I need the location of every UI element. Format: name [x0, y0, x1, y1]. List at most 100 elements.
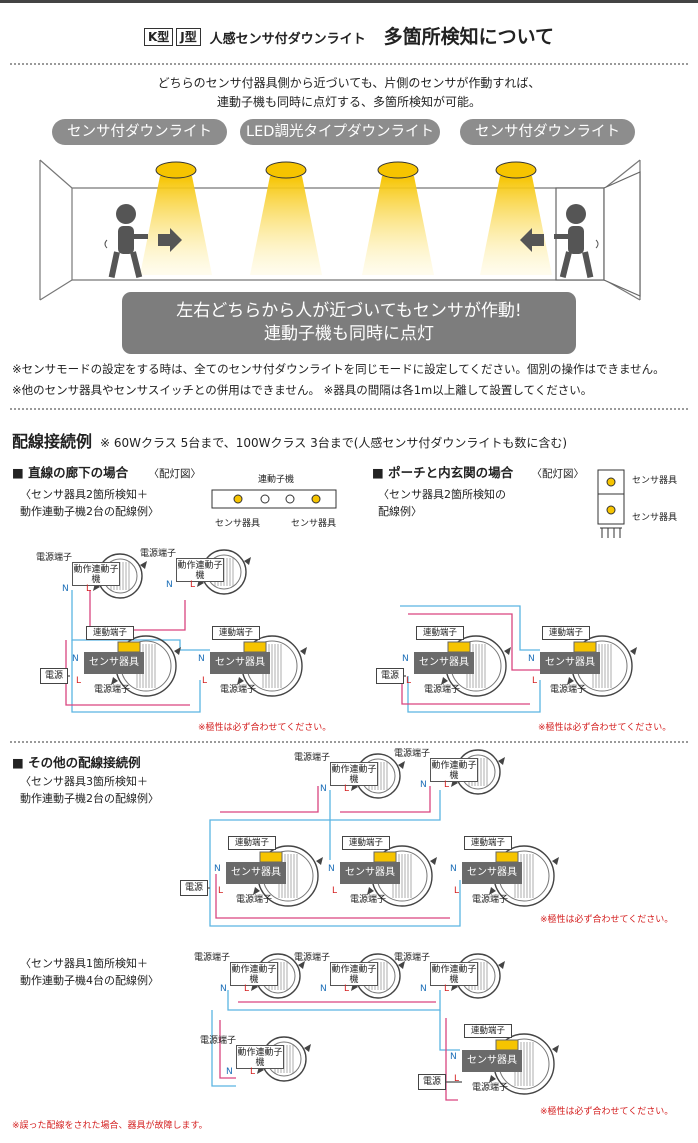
l-label: L [344, 984, 350, 994]
case2-caption: 〈センサ器具2箇所検知の 配線例〉 [378, 486, 506, 520]
case1-slave-label: 連動子機 [258, 475, 295, 485]
case2-caption-1: 〈センサ器具2箇所検知の [378, 488, 506, 501]
polarity-note-2: ※極性は必ず合わせてください。 [538, 723, 672, 733]
n-label: N [214, 864, 221, 874]
sensor-unit: センサ器具 [210, 652, 270, 674]
banner-line-1: 左右どちらから人が近づいてもセンサが作動! [176, 301, 522, 321]
layout-slave-icon [260, 494, 270, 504]
n-label: N [226, 1067, 233, 1077]
l-label: L [202, 676, 208, 686]
l-label: L [218, 886, 224, 896]
sensor-unit: センサ器具 [84, 652, 144, 674]
other-caption-1: 〈センサ器具3箇所検知＋ [20, 775, 148, 788]
downlight-2-icon [265, 161, 307, 179]
divider [10, 741, 688, 743]
l-label: L [76, 676, 82, 686]
light-beam-4 [480, 176, 552, 275]
light-beam-1 [140, 176, 212, 275]
l-label: L [444, 984, 450, 994]
title-main: 人感センサ付ダウンライト [209, 32, 366, 47]
n-label: N [450, 864, 457, 874]
power-source-label: 電源 [376, 668, 404, 684]
type-j-badge: J型 [176, 28, 201, 46]
wiring-title: 配線接続例※ 60Wクラス 5台まで、100Wクラス 3台まで(人感センサ付ダウ… [12, 428, 567, 452]
intro-text: どちらのセンサ付器具側から近づいても、片側のセンサが作動すれば、 連動子機も同時… [0, 74, 698, 112]
link-terminal-box: 連動端子 [464, 836, 512, 850]
n-label: N [420, 984, 427, 994]
l-label: L [454, 1074, 460, 1084]
l-label: L [454, 886, 460, 896]
power-terminal-label: 電源端子 [200, 1036, 237, 1046]
power-terminal-label: 電源端子 [140, 549, 177, 559]
power-source-label: 電源 [180, 880, 208, 896]
l-label: L [406, 676, 412, 686]
l-label: L [86, 584, 92, 594]
n-label: N [72, 654, 79, 664]
other-title: ■ その他の配線接続例 [12, 755, 141, 770]
power-terminal-label: 電源端子 [424, 685, 461, 695]
slave-unit: 動作連動子機 [430, 758, 478, 782]
l-label: L [250, 1067, 256, 1077]
polarity-note-1: ※極性は必ず合わせてください。 [198, 723, 332, 733]
arrow-left-icon [520, 228, 544, 252]
case1-caption: 〈センサ器具2箇所検知＋ 動作連動子機2台の配線例〉 [20, 486, 159, 520]
link-terminal-box: 連動端子 [228, 836, 276, 850]
type-k-badge: K型 [143, 28, 174, 46]
slave-unit: 動作連動子機 [330, 962, 378, 986]
person-left-icon [108, 204, 148, 279]
power-terminal-label: 電源端子 [550, 685, 587, 695]
polarity-note-3: ※極性は必ず合わせてください。 [540, 915, 674, 925]
top-rule [0, 0, 698, 3]
n-label: N [220, 984, 227, 994]
downlight-1-icon [155, 161, 197, 179]
other-caption-2: 動作連動子機2台の配線例〉 [20, 792, 159, 805]
link-terminal-box: 連動端子 [86, 626, 134, 640]
arrow-right-icon [158, 228, 182, 252]
callout-banner: 左右どちらから人が近づいてもセンサが作動! 連動子機も同時に点灯 [122, 292, 576, 354]
l-label: L [444, 780, 450, 790]
power-terminal-label: 電源端子 [294, 753, 331, 763]
n-label: N [320, 984, 327, 994]
divider [10, 63, 688, 65]
power-terminal-label: 電源端子 [236, 895, 273, 905]
bottom-warning: ※誤った配線をされた場合、器具が故障します。 [12, 1121, 208, 1131]
case1-sensor-label-2: センサ器具 [291, 519, 337, 529]
power-terminal-label: 電源端子 [472, 895, 509, 905]
other2-caption-1: 〈センサ器具1箇所検知＋ [20, 957, 148, 970]
power-terminal-label: 電源端子 [294, 953, 331, 963]
banner-line-2: 連動子機も同時に点灯 [264, 324, 434, 344]
n-label: N [528, 654, 535, 664]
slave-unit: 動作連動子機 [236, 1045, 284, 1069]
divider [10, 408, 688, 410]
case1-title-text: ■ 直線の廊下の場合 [12, 465, 129, 480]
sensor-unit: センサ器具 [414, 652, 474, 674]
intro-line-2: 連動子機も同時に点灯する、多箇所検知が可能。 [216, 95, 481, 109]
n-label: N [402, 654, 409, 664]
slave-unit: 動作連動子機 [230, 962, 278, 986]
case1-caption-1: 〈センサ器具2箇所検知＋ [20, 488, 148, 501]
sensor-unit: センサ器具 [340, 862, 400, 884]
light-beam-3 [362, 176, 434, 275]
n-label: N [420, 780, 427, 790]
label-sensor-left: センサ付ダウンライト [52, 119, 227, 145]
case2-layout-diagram [597, 469, 625, 538]
label-dimmable: LED調光タイプダウンライト [240, 119, 440, 145]
title-sub: 多箇所検知について [383, 26, 555, 48]
polarity-note-4: ※極性は必ず合わせてください。 [540, 1107, 674, 1117]
sensor-unit: センサ器具 [540, 652, 600, 674]
sensor-unit: センサ器具 [462, 862, 522, 884]
corridor-illustration [39, 159, 641, 301]
n-label: N [320, 784, 327, 794]
case2-layout-label: 〈配灯図〉 [531, 468, 585, 480]
layout-sensor-icon [606, 505, 616, 515]
intro-line-1: どちらのセンサ付器具側から近づいても、片側のセンサが作動すれば、 [157, 76, 541, 90]
slave-unit: 動作連動子機 [176, 558, 224, 582]
n-label: N [166, 580, 173, 590]
l-label: L [344, 784, 350, 794]
wiring-title-text: 配線接続例 [12, 432, 93, 451]
sensor-unit: センサ器具 [226, 862, 286, 884]
label-sensor-right: センサ付ダウンライト [460, 119, 635, 145]
other-caption: 〈センサ器具3箇所検知＋ 動作連動子機2台の配線例〉 [20, 773, 159, 807]
downlight-3-icon [377, 161, 419, 179]
